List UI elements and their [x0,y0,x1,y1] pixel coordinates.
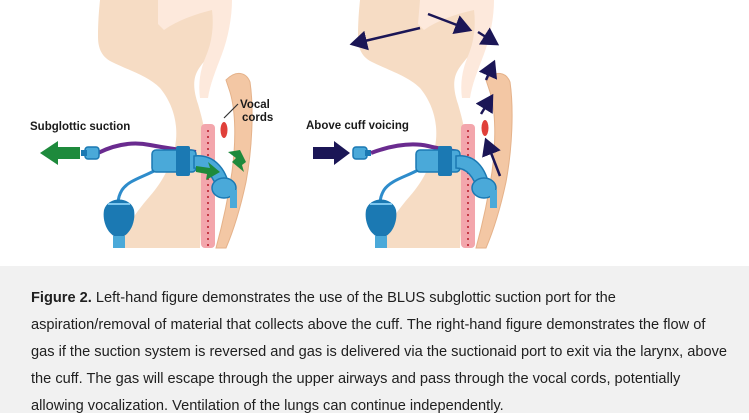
gas-arrow-3 [478,59,498,81]
left-green-flow-arrow [40,141,80,165]
left-vocal-label-line1: Vocal [240,99,270,111]
right-tracheostomy-tube-icon [415,146,497,208]
left-upper-airway [158,0,232,98]
gas-arrow-5 [427,12,473,35]
gas-arrow-6 [349,26,421,51]
figure-caption: Figure 2. Left-hand figure demonstrates … [0,266,749,414]
right-suction-port-icon [352,146,371,160]
caption-figure-label: Figure 2. [31,290,92,306]
left-vocal-cords [220,122,228,138]
right-panel: Above cuff voicing [306,0,513,249]
gas-arrow-2 [475,93,494,115]
right-upper-airway [418,0,494,98]
caption-text: Left-hand figure demonstrates the use of… [31,290,727,414]
right-navy-flow-arrow [313,141,350,165]
gas-arrow-1 [482,137,502,177]
left-green-cuff-arrow-2 [196,162,220,180]
left-green-cuff-arrow-1 [228,150,246,172]
left-suction-port-icon [81,146,100,160]
right-gas-flow-arrows [349,12,502,177]
left-pilot-balloon-icon [103,199,135,248]
left-head-silhouette [98,0,228,248]
gas-arrow-4 [477,27,500,46]
right-pilot-balloon-icon [365,199,397,248]
left-panel-label: Subglottic suction [30,121,130,133]
figure-illustration: Vocal cords Subglottic suction [30,0,513,249]
left-tracheostomy-tube-icon [151,146,237,208]
right-vocal-cords [481,120,489,136]
left-panel: Vocal cords Subglottic suction [30,0,273,249]
right-head-silhouette [358,0,488,248]
left-vocal-label-line2: cords [242,112,273,124]
right-panel-label: Above cuff voicing [306,120,409,132]
